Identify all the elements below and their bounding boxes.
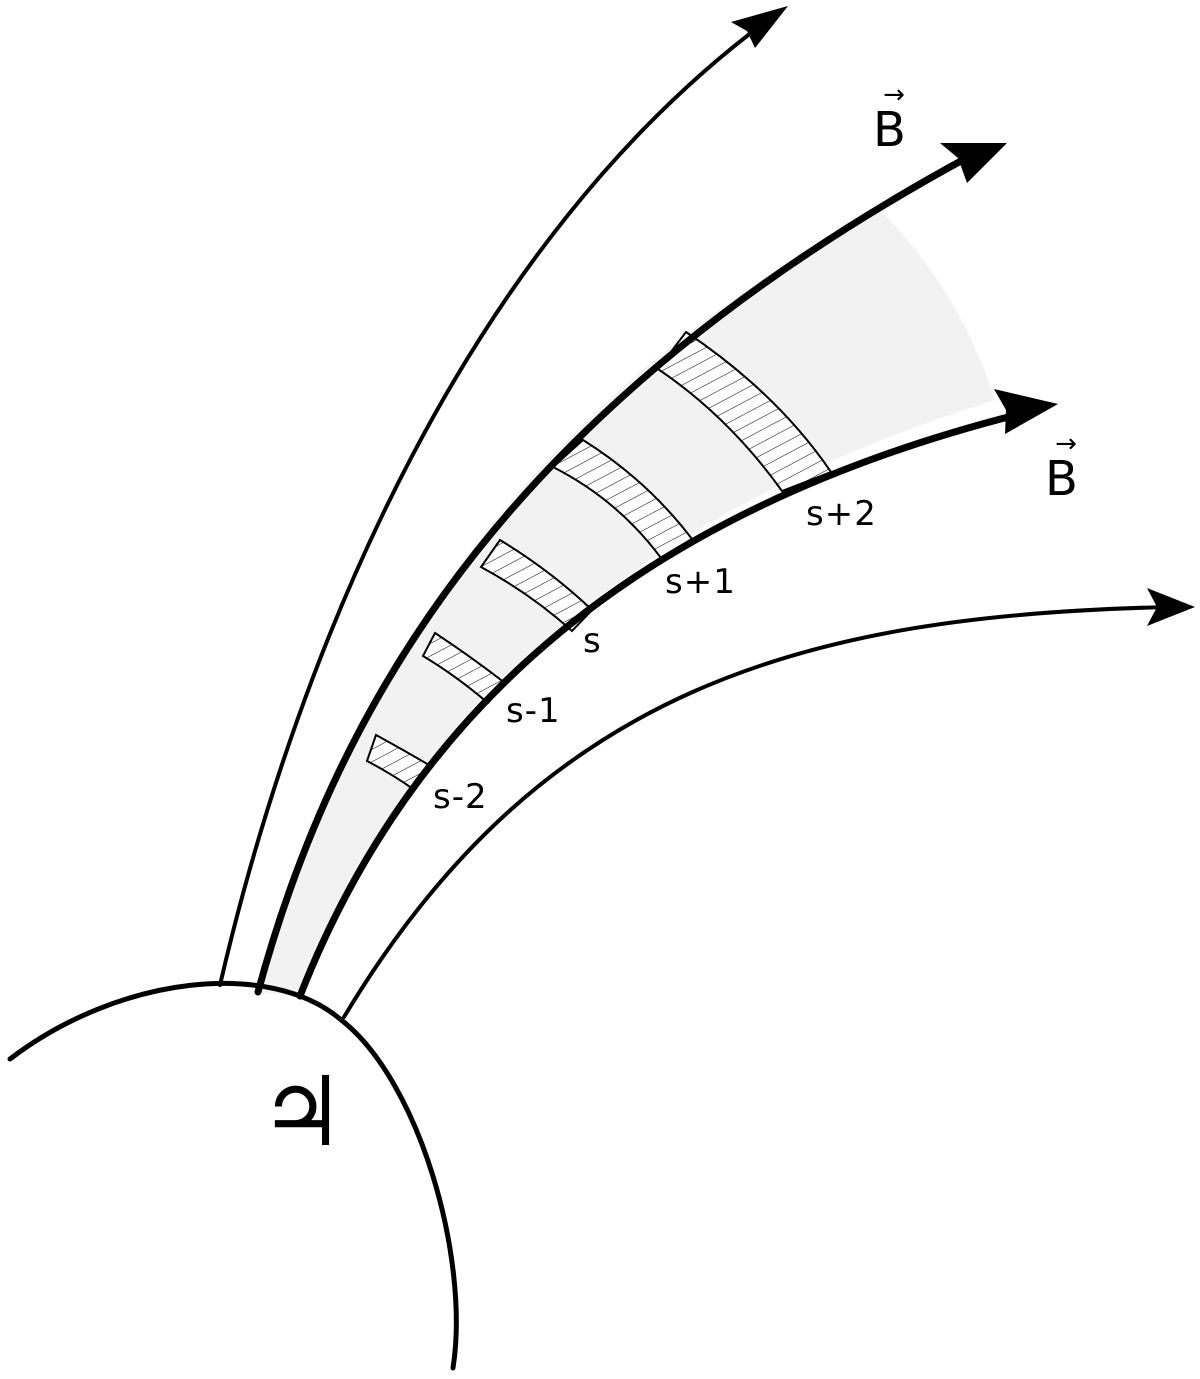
field-label-upper: B: [873, 102, 906, 158]
segment-label-s-plus-2: s+2: [806, 494, 877, 534]
segment-label-s: s: [583, 621, 602, 661]
field-line-outer-right: [342, 605, 1172, 1019]
field-line-upper-thick: [254, 152, 974, 996]
segment-label-s-minus-1: s-1: [506, 691, 561, 731]
segment-label-s-plus-1: s+1: [665, 562, 736, 602]
field-line-upper-thick-arrowhead: [940, 143, 1007, 183]
segment-label-s-minus-2: s-2: [433, 777, 488, 817]
field-line-outer-left: [218, 18, 770, 987]
segment-slice-s: [479, 538, 594, 633]
field-line-lower-thick-arrowhead: [994, 389, 1058, 434]
planet-limb: [7, 980, 459, 1371]
field-line-outer-left-arrowhead: [731, 6, 788, 48]
field-label-lower: B: [1045, 451, 1078, 507]
jupiter-symbol: ♃: [259, 1055, 345, 1168]
field-line-lower-thick: [296, 410, 1024, 1000]
flux-tube-region: [258, 210, 995, 996]
field-label-lower-vector-arrow: →: [1055, 429, 1077, 459]
field-line-outer-right-arrowhead: [1147, 588, 1195, 626]
field-label-upper-vector-arrow: →: [883, 80, 905, 110]
